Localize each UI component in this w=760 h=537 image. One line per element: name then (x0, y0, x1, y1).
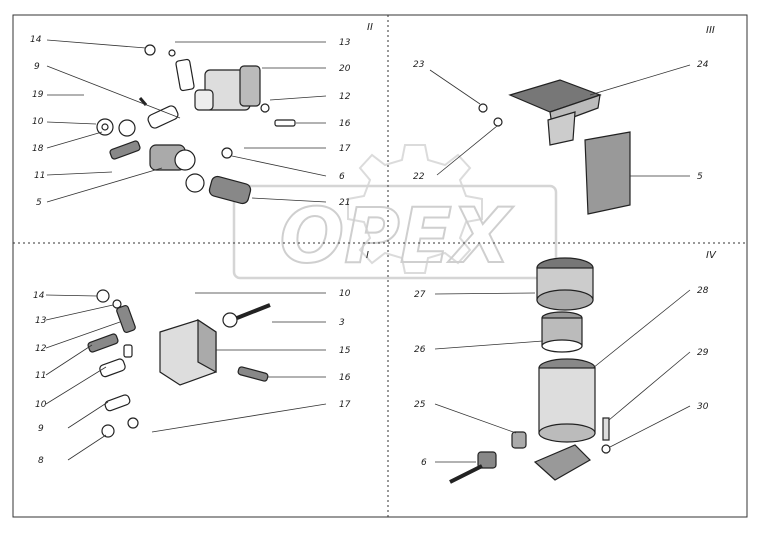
q3-callouts: 23 24 22 5 (413, 60, 709, 182)
q1-label-7: 11 (35, 371, 46, 381)
q4-leader-lines (434, 289, 691, 463)
quadrant-label-i: I (366, 250, 369, 261)
quadrant-label-ii: II (367, 22, 373, 33)
q4-label-5: 25 (414, 400, 426, 410)
q1-label-11: 17 (339, 400, 351, 410)
q1-label-4: 3 (339, 318, 345, 328)
q2-label-11: 11 (34, 171, 45, 181)
q4-label-7: 6 (421, 458, 427, 468)
q2-label-5: 19 (32, 90, 44, 100)
q2-callouts: 14 13 9 20 19 12 10 16 18 17 11 6 5 21 (30, 35, 351, 208)
watermark-gear (347, 144, 483, 274)
q2-label-7: 10 (32, 117, 44, 127)
q2-parts (96, 44, 296, 205)
q1-label-3: 13 (35, 316, 47, 326)
q2-label-2: 13 (339, 38, 351, 48)
diagram-frame (12, 14, 748, 518)
q4-label-4: 29 (697, 348, 709, 358)
q4-label-2: 28 (697, 286, 709, 296)
q3-label-2: 24 (697, 60, 709, 70)
q3-label-1: 23 (413, 60, 425, 70)
q2-label-6: 12 (339, 92, 351, 102)
watermark-logo: OPEX (232, 144, 558, 281)
q4-label-6: 30 (697, 402, 709, 412)
q3-parts (478, 79, 631, 215)
q2-leader-lines (46, 39, 327, 203)
q4-parts (449, 257, 611, 484)
q1-label-9: 10 (35, 400, 47, 410)
q2-label-1: 14 (30, 35, 42, 45)
q4-callouts: 27 28 26 29 25 30 6 (414, 286, 709, 468)
q2-label-9: 18 (32, 144, 44, 154)
q3-label-3: 22 (413, 172, 425, 182)
quadrant-label-iv: IV (706, 250, 717, 261)
q4-label-1: 27 (414, 290, 426, 300)
q2-label-3: 9 (34, 62, 40, 72)
q1-label-12: 8 (38, 456, 44, 466)
q1-label-2: 10 (339, 289, 351, 299)
q2-label-12: 6 (339, 172, 345, 182)
q1-callouts: 14 10 13 3 12 15 11 16 10 9 17 8 (33, 289, 351, 466)
q1-label-10: 9 (38, 424, 44, 434)
q1-parts (87, 289, 271, 438)
q4-label-3: 26 (414, 345, 426, 355)
q2-label-4: 20 (339, 64, 351, 74)
watermark-text: OPEX (280, 191, 514, 280)
q3-leader-lines (429, 64, 691, 177)
quadrant-label-iii: III (706, 25, 715, 36)
q1-label-5: 12 (35, 344, 47, 354)
q1-label-6: 15 (339, 346, 351, 356)
q1-label-8: 16 (339, 373, 351, 383)
q1-leader-lines (45, 292, 327, 461)
q3-label-4: 5 (697, 172, 703, 182)
q2-label-14: 21 (339, 198, 350, 208)
q2-label-10: 17 (339, 144, 351, 154)
q1-label-1: 14 (33, 291, 45, 301)
q2-label-13: 5 (36, 198, 42, 208)
watermark-frame (232, 184, 558, 280)
q2-label-8: 16 (339, 119, 351, 129)
